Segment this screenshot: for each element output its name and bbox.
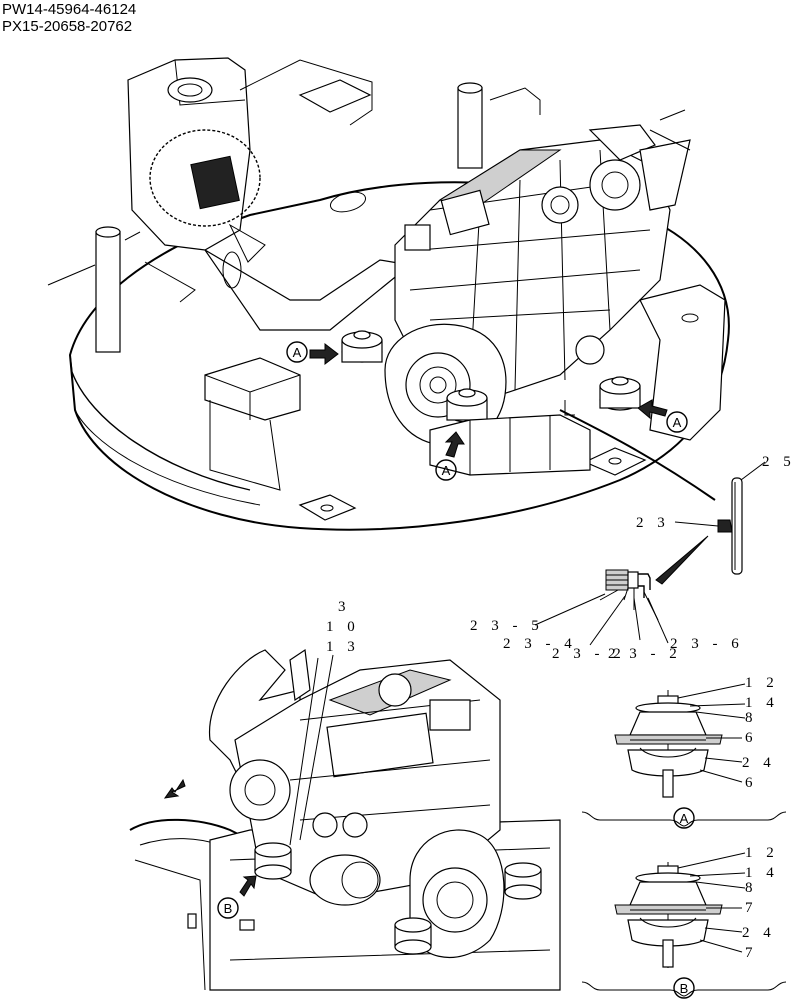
mounting-pin xyxy=(731,477,743,575)
engine-assembly-upper xyxy=(384,109,691,447)
engine-mount-lower-left xyxy=(254,842,292,880)
alternator-pulley xyxy=(589,159,641,211)
arrow-fan-direction xyxy=(163,778,186,799)
upper-frame-view: A A A xyxy=(47,57,730,531)
lower-engine-view: B xyxy=(129,648,561,991)
view-marker-b-label: B xyxy=(224,901,233,916)
detail-b-mount-section: B xyxy=(581,852,787,999)
detail-b-label: B xyxy=(680,981,689,996)
callout-b-7: 7 xyxy=(745,900,758,916)
callout-a-8: 8 xyxy=(745,710,758,726)
detail-a-label: A xyxy=(680,811,689,826)
callout-grease-fitting: 2 3 xyxy=(636,515,670,531)
callout-sub-2a: 2 3 - 2 xyxy=(552,646,626,662)
callout-sub-2b: 2 3 - 2 xyxy=(608,646,682,662)
engine-mount-lower-front xyxy=(394,917,432,955)
callout-a-12: 1 2 xyxy=(745,675,779,691)
engine-mount-front-left xyxy=(341,330,383,363)
engine-mount-rear-right xyxy=(599,376,641,411)
grease-hose xyxy=(559,409,716,501)
callout-b-24: 2 4 xyxy=(742,925,776,941)
callout-a-14: 1 4 xyxy=(745,695,779,711)
callout-lower-3: 3 xyxy=(338,599,351,615)
oil-filler-dome xyxy=(541,186,579,224)
crank-pulley xyxy=(229,759,291,821)
grease-fitting-detail xyxy=(599,569,659,621)
detail-a-mount-section: A xyxy=(581,683,787,829)
arrow-rear-mount xyxy=(637,399,668,420)
upright-post-right xyxy=(457,87,483,169)
callout-sub-5: 2 3 - 5 xyxy=(470,618,544,634)
filler-cap xyxy=(167,77,213,103)
flywheel-housing-lower xyxy=(422,867,488,933)
left-channel-block xyxy=(204,357,301,421)
serial-range-2: PX15-20658-20762 xyxy=(2,18,133,35)
starter-motor xyxy=(309,854,381,906)
callout-b-8: 8 xyxy=(745,880,758,896)
grease-fitting xyxy=(717,519,733,533)
valve-cover xyxy=(326,712,434,778)
view-marker-a-1 xyxy=(286,341,308,363)
callout-b-12: 1 2 xyxy=(745,845,779,861)
callout-mount-pin: 2 5 xyxy=(762,454,792,470)
callout-a-6: 6 xyxy=(745,730,758,746)
view-marker-a-1-label: A xyxy=(293,345,302,360)
serial-range-1: PW14-45964-46124 xyxy=(2,1,137,18)
callout-a-24: 2 4 xyxy=(742,755,776,771)
upright-post-left xyxy=(95,231,121,353)
engine-mount-front-right xyxy=(446,388,488,423)
view-marker-a-3-label: A xyxy=(673,415,682,430)
view-marker-a-2 xyxy=(435,459,457,481)
turntable-plate xyxy=(68,181,730,531)
view-marker-a-3 xyxy=(666,411,688,433)
callout-sub-6: 2 3 - 6 xyxy=(670,636,744,652)
callout-b-14: 1 4 xyxy=(745,865,779,881)
arrow-lower-mount xyxy=(239,875,257,897)
mounting-pin-group xyxy=(599,461,766,621)
arrow-left-mount xyxy=(309,342,339,366)
callout-a-6b: 6 xyxy=(745,775,758,791)
oil-cap-lower xyxy=(378,673,412,707)
callout-b-7b: 7 xyxy=(745,945,758,961)
callout-sub-4: 2 3 - 4 xyxy=(503,636,577,652)
engine-mount-lower-right xyxy=(504,862,542,900)
view-marker-b xyxy=(217,897,239,919)
callout-lower-10: 1 0 xyxy=(326,619,360,635)
view-marker-a-2-label: A xyxy=(442,463,451,478)
callout-lower-13: 1 3 xyxy=(326,639,360,655)
arrow-front-mount xyxy=(444,431,465,458)
